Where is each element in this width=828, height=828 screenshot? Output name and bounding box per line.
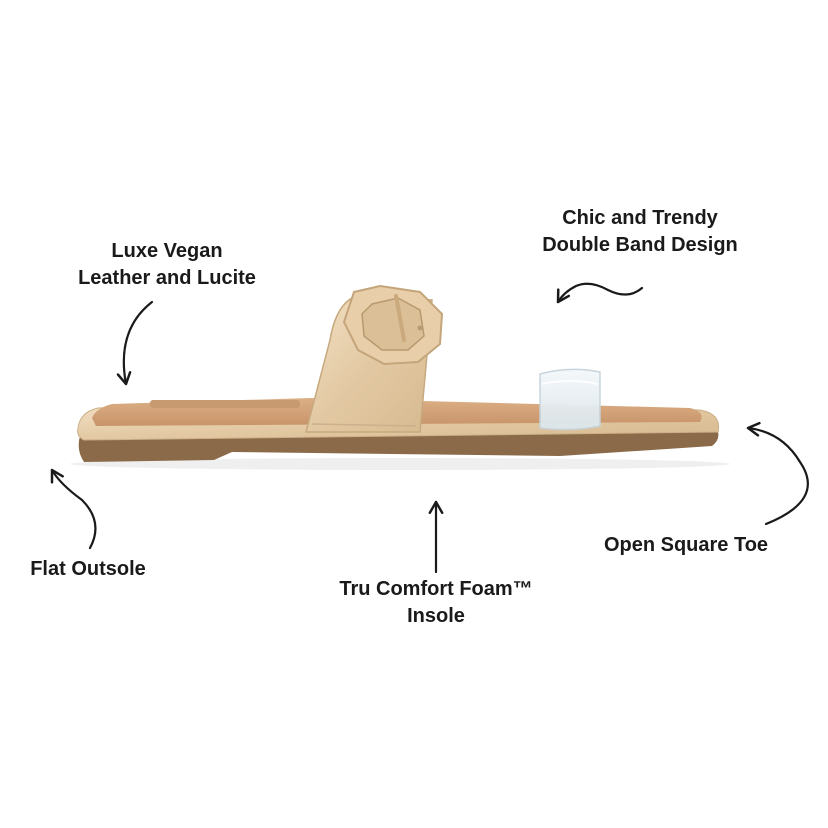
- insole-brand-stamp: [150, 400, 300, 408]
- curved-arrow-icon: [746, 421, 809, 526]
- buckle-prong: [394, 294, 406, 342]
- callout-materials-line1: Luxe Vegan: [111, 240, 223, 262]
- callout-double-band: Chic and Trendy Double Band Design: [520, 205, 760, 259]
- callout-insole-line2: Insole: [407, 605, 465, 627]
- callout-bands-line2: Double Band Design: [542, 234, 738, 256]
- callout-materials-line2: Leather and Lucite: [78, 267, 256, 289]
- callout-toe-label: Open Square Toe: [603, 534, 769, 556]
- callout-bands-line1: Chic and Trendy: [562, 207, 718, 229]
- floor-shadow: [70, 458, 730, 470]
- buckle-inner: [361, 297, 425, 351]
- callout-insole-line1: Tru Comfort Foam™: [339, 578, 533, 600]
- lucite-highlight: [541, 380, 599, 385]
- sandal-outsole: [78, 432, 719, 462]
- lucite-toe-strap: [539, 368, 601, 431]
- band-edge: [311, 423, 417, 427]
- callout-outsole-label: Flat Outsole: [30, 558, 146, 580]
- callout-insole: Tru Comfort Foam™ Insole: [320, 576, 552, 630]
- callout-open-square-toe: Open Square Toe: [588, 532, 784, 559]
- curved-arrow-icon: [116, 300, 154, 386]
- curved-arrow-icon: [50, 468, 97, 550]
- wavy-arrow-icon: [556, 282, 644, 304]
- callout-materials: Luxe Vegan Leather and Lucite: [62, 238, 272, 292]
- callout-flat-outsole: Flat Outsole: [16, 556, 160, 583]
- buckle-rivet: [417, 325, 423, 331]
